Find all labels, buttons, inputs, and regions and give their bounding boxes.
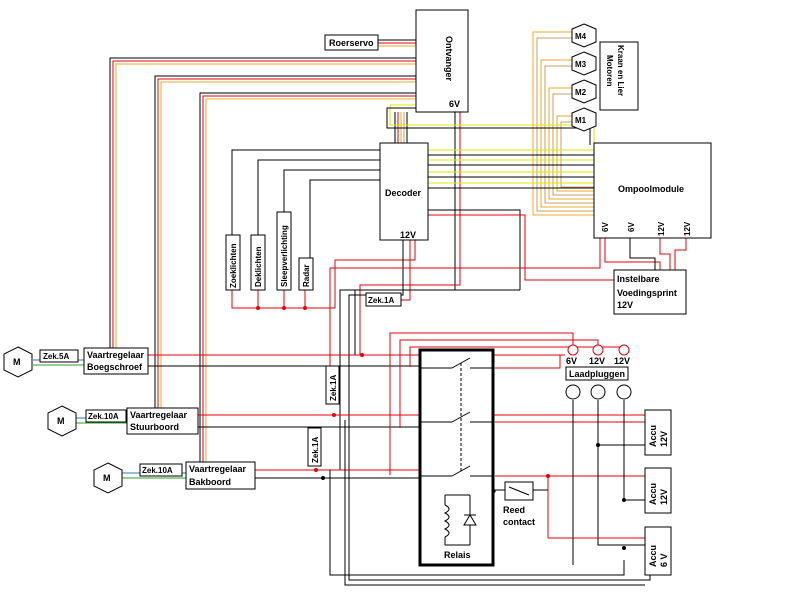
decoder-voltage: 12V xyxy=(400,230,416,240)
ompoolmodule-label: Ompoolmodule xyxy=(618,184,684,194)
motor-m4: M4 xyxy=(571,23,597,48)
roerservo-label: Roerservo xyxy=(329,38,374,48)
voeding-line3: 12V xyxy=(617,300,633,310)
laadplug-12v-b-indicator xyxy=(618,344,630,356)
relais-block: Relais xyxy=(418,348,495,567)
wires-decoder-supply xyxy=(339,240,651,581)
laadplug-socket-1 xyxy=(565,384,581,400)
light-radar: Radar xyxy=(302,264,311,287)
reed-line1: Reed xyxy=(503,505,525,515)
voedingsprint-block: Instelbare Voedingsprint 12V xyxy=(613,269,687,315)
top-motors: M4 M3 M2 M1 Kraan en Lier Motoren xyxy=(571,23,639,132)
wires-decoder-to-lights xyxy=(231,149,416,310)
laadpluggen-label: Laadpluggen xyxy=(569,369,625,379)
decoder-label: Decoder xyxy=(385,188,422,198)
motor-m1-label: M1 xyxy=(575,116,587,125)
ontvanger-label: Ontvanger xyxy=(444,36,454,82)
laadplug-socket-2 xyxy=(590,384,606,400)
motor-m3-label: M3 xyxy=(575,60,587,69)
kraan-label-1: Kraan en Lier xyxy=(616,45,625,96)
decoder-block: Decoder 12V xyxy=(379,142,429,241)
motor-bak-label: M xyxy=(103,473,111,483)
accu-1-label: Accu xyxy=(648,425,658,447)
regelaar-boeg-2: Boegschroef xyxy=(87,362,143,372)
motor-boeg-label: M xyxy=(13,357,21,367)
accu-1-voltage: 12V xyxy=(659,431,669,447)
motor-stuur-label: M xyxy=(57,416,65,426)
wires-decoder-to-ompool xyxy=(386,104,615,290)
accu-2-label: Accu xyxy=(648,483,658,505)
voeding-line1: Instelbare xyxy=(617,274,660,284)
laadplug-6v-indicator xyxy=(567,344,579,356)
motor-m4-label: M4 xyxy=(575,32,587,41)
ompool-out-2: 6V xyxy=(627,222,636,232)
wires-ompool-to-voeding xyxy=(329,238,687,366)
accus: Accu 12V Accu 12V Accu 6 V xyxy=(644,409,672,576)
vaartregelaars: Vaartregelaar Boegschroef Vaartregelaar … xyxy=(83,347,256,490)
regelaar-boeg-1: Vaartregelaar xyxy=(87,350,145,360)
fuse-boegschroef: Zek.5A xyxy=(43,352,69,361)
fuse-vert1: Zek.1A xyxy=(329,375,338,401)
ontvanger-voltage: 6V xyxy=(449,99,460,109)
motor-m1: M1 xyxy=(571,107,597,132)
fuse-decoder: Zek.1A xyxy=(368,296,394,305)
ompool-out-3: 12V xyxy=(657,221,666,236)
ompoolmodule-block: Ompoolmodule 6V 6V 12V 12V xyxy=(593,142,712,239)
kraan-label-2: Motoren xyxy=(605,55,614,87)
relais-label: Relais xyxy=(444,550,471,560)
light-sleepverlichting: Sleepverlichting xyxy=(280,225,289,287)
accu-2-voltage: 12V xyxy=(659,489,669,505)
laadplug-v3: 12V xyxy=(614,356,630,366)
light-deklichten: Deklichten xyxy=(254,246,263,287)
light-zoeklichten: Zoeklichten xyxy=(229,243,238,288)
motor-m3: M3 xyxy=(571,51,597,76)
regelaar-stuur-2: Stuurboord xyxy=(130,422,179,432)
ompool-out-4: 12V xyxy=(683,221,692,236)
fuse-vert2: Zek.1A xyxy=(311,437,320,463)
lights: Zoeklichten Deklichten Sleepverlichting … xyxy=(225,211,314,291)
wires-roerservo xyxy=(378,39,416,47)
laadplug-socket-3 xyxy=(616,384,632,400)
voeding-line2: Voedingsprint xyxy=(617,288,677,298)
accu-3-label: Accu xyxy=(648,545,658,567)
motor-m2: M2 xyxy=(571,79,597,104)
laadplug-12v-a-indicator xyxy=(592,344,604,356)
regelaar-bak-1: Vaartregelaar xyxy=(189,464,247,474)
accu-3-voltage: 6 V xyxy=(659,553,669,567)
laadpluggen: 6V 12V 12V Laadpluggen xyxy=(565,344,632,400)
roerservo-block: Roerservo xyxy=(324,34,379,51)
fuses: Zek.1A Zek.1A Zek.1A Zek.5A Zek.10A Zek.… xyxy=(39,292,402,477)
ompool-out-1: 6V xyxy=(601,222,610,232)
reed-line2: contact xyxy=(503,517,535,527)
ontvanger-block: Ontvanger 6V xyxy=(415,9,469,113)
fuse-stuurboord: Zek.10A xyxy=(88,412,119,421)
reed-contact-block: Reed contact xyxy=(503,481,535,527)
wires-receiver-to-regelaars xyxy=(109,57,416,465)
motor-m2-label: M2 xyxy=(575,88,587,97)
laadplug-v1: 6V xyxy=(566,356,577,366)
left-motors: M M M xyxy=(3,346,123,494)
laadplug-v2: 12V xyxy=(589,356,605,366)
regelaar-stuur-1: Vaartregelaar xyxy=(130,410,188,420)
wires-relay-section xyxy=(329,332,645,586)
wires-motors-to-ompool xyxy=(532,31,594,216)
fuse-bakboord: Zek.10A xyxy=(142,466,173,475)
regelaar-bak-2: Bakboord xyxy=(189,477,231,487)
